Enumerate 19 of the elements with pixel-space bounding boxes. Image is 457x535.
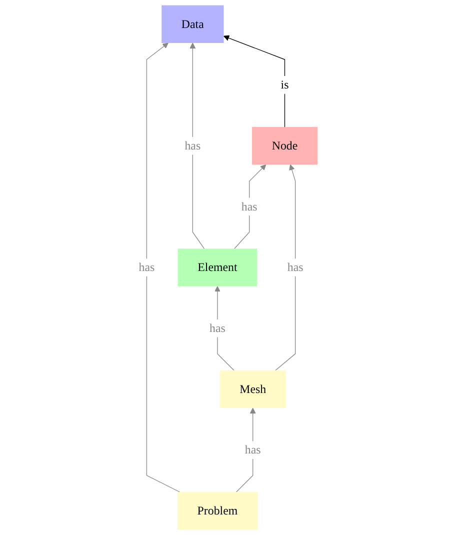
node-box: Mesh	[220, 370, 286, 408]
arrow	[224, 35, 286, 128]
arrow	[190, 42, 205, 249]
edge-label: has	[245, 443, 262, 456]
edge-label: is	[281, 78, 290, 92]
edge-label: has	[288, 260, 304, 274]
arrow	[276, 164, 296, 371]
edge-label: has	[139, 260, 156, 274]
node-box: Data	[162, 5, 224, 43]
arrow	[146, 42, 180, 492]
arrow	[234, 164, 267, 249]
node-box: Problem	[178, 492, 258, 530]
arrow	[236, 408, 256, 492]
node-box: Node	[252, 126, 318, 165]
arrow	[214, 286, 235, 371]
edge-label: has	[185, 138, 201, 152]
node-box: Element	[178, 248, 258, 286]
edge-label: has	[210, 321, 226, 335]
edge-label: has	[242, 200, 258, 213]
